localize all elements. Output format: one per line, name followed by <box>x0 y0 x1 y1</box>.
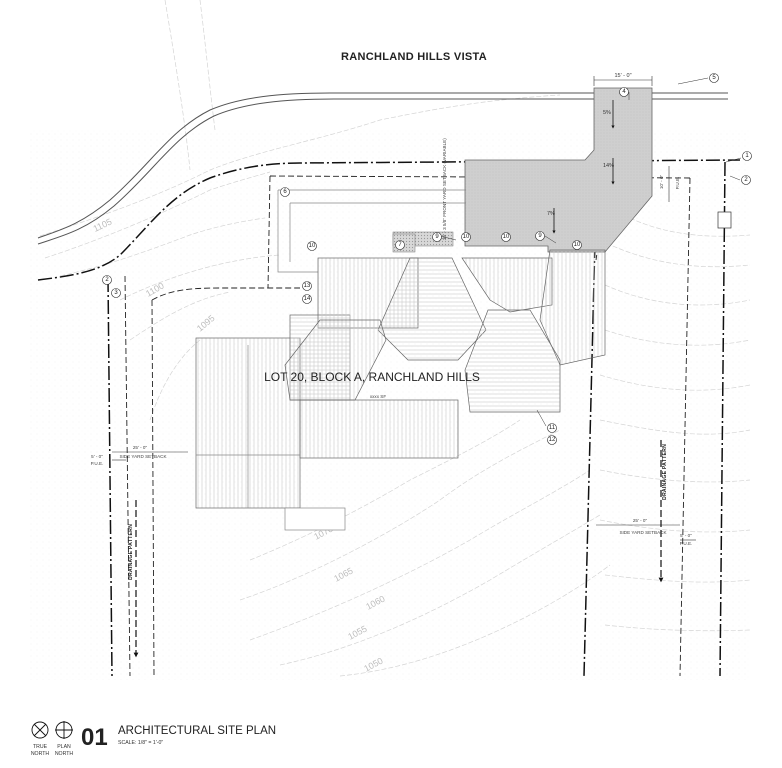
keynote-leaders <box>439 77 742 427</box>
slope-2: 14% <box>603 163 614 169</box>
keynote-9a: 9 <box>435 234 439 240</box>
keynote-10c: 10 <box>574 242 581 248</box>
drainage-label-right: DRAINAGE PATTERN <box>662 444 668 500</box>
pue-right-abbr: P.U.E. <box>675 177 680 190</box>
keynote-11: 11 <box>549 425 556 431</box>
plan-north-label-2: NORTH <box>55 751 74 757</box>
keynote-10d: 10 <box>463 234 470 240</box>
drawing-number: 01 <box>81 724 108 751</box>
keynotes <box>102 73 752 445</box>
keynote-10a: 10 <box>309 243 316 249</box>
drawing-title: ARCHITECTURAL SITE PLAN <box>118 725 276 737</box>
left-pue-dim: 5' - 0" <box>91 454 103 459</box>
plan-north-label-1: PLAN <box>57 744 71 750</box>
keynote-10b: 10 <box>503 234 510 240</box>
keynote-2-right: 2 <box>744 177 748 183</box>
right-side-yard <box>596 524 696 541</box>
house-roof <box>195 249 606 531</box>
left-pue: P.U.E. <box>91 461 104 466</box>
keynote-4: 4 <box>622 89 626 95</box>
keynote-6: 6 <box>283 189 287 195</box>
plan-north-icon <box>55 721 73 739</box>
left-setback-label: SIDE YARD SETBACK <box>119 454 167 459</box>
right-setback-dim: 25' - 0" <box>633 518 648 523</box>
driveway-width: 15' - 0" <box>614 73 631 79</box>
street-name: RANCHLAND HILLS VISTA <box>341 51 487 63</box>
drainage-label-left: DRAINAGE PATTERN <box>128 524 134 580</box>
keynote-1: 1 <box>745 153 749 159</box>
keynote-2-left: 2 <box>105 277 109 283</box>
drawing-scale: SCALE: 1/8" = 1'-0" <box>118 740 163 746</box>
title-block: TRUE NORTH PLAN NORTH 01 ARCHITECTURAL S… <box>31 721 276 757</box>
keynote-numbers: 1 2 2 3 4 5 6 7 9 9 10 10 10 10 11 12 13… <box>105 75 749 443</box>
right-pue-dim: 5' - 0" <box>680 533 692 538</box>
slope-arrows <box>552 100 615 234</box>
true-north-label-2: NORTH <box>31 751 50 757</box>
pue-right-dim: 10' - 0" <box>659 175 664 190</box>
right-pue: P.U.E. <box>680 541 693 546</box>
motor-court <box>277 189 466 273</box>
true-north-label-1: TRUE <box>33 744 48 750</box>
road-curb <box>37 92 728 245</box>
lot-label: LOT 20, BLOCK A, RANCHLAND HILLS <box>264 370 480 384</box>
right-setback-label: SIDE YARD SETBACK <box>619 530 667 535</box>
left-side-yard <box>112 451 188 461</box>
slope-3: 7% <box>547 211 555 217</box>
keynote-5: 5 <box>712 75 716 81</box>
slope-1: 5% <box>603 110 611 116</box>
utility-box <box>717 211 732 229</box>
keynote-12: 12 <box>549 437 556 443</box>
driveway-dimension <box>593 76 653 86</box>
drainage-arrows <box>133 440 664 658</box>
keynote-13: 13 <box>304 283 311 289</box>
true-north-icon <box>31 721 49 739</box>
front-setback-label: 35' - 3 5/8" FRONT YARD SETBACK (VARIABL… <box>442 138 447 240</box>
area-label: xxxx SF <box>370 394 387 399</box>
keynote-9b: 9 <box>538 233 542 239</box>
left-setback-dim: 25' - 0" <box>133 445 148 450</box>
keynote-14: 14 <box>304 296 311 302</box>
keynote-7: 7 <box>398 242 402 248</box>
keynote-3: 3 <box>114 290 118 296</box>
driveway-paving <box>464 87 653 253</box>
